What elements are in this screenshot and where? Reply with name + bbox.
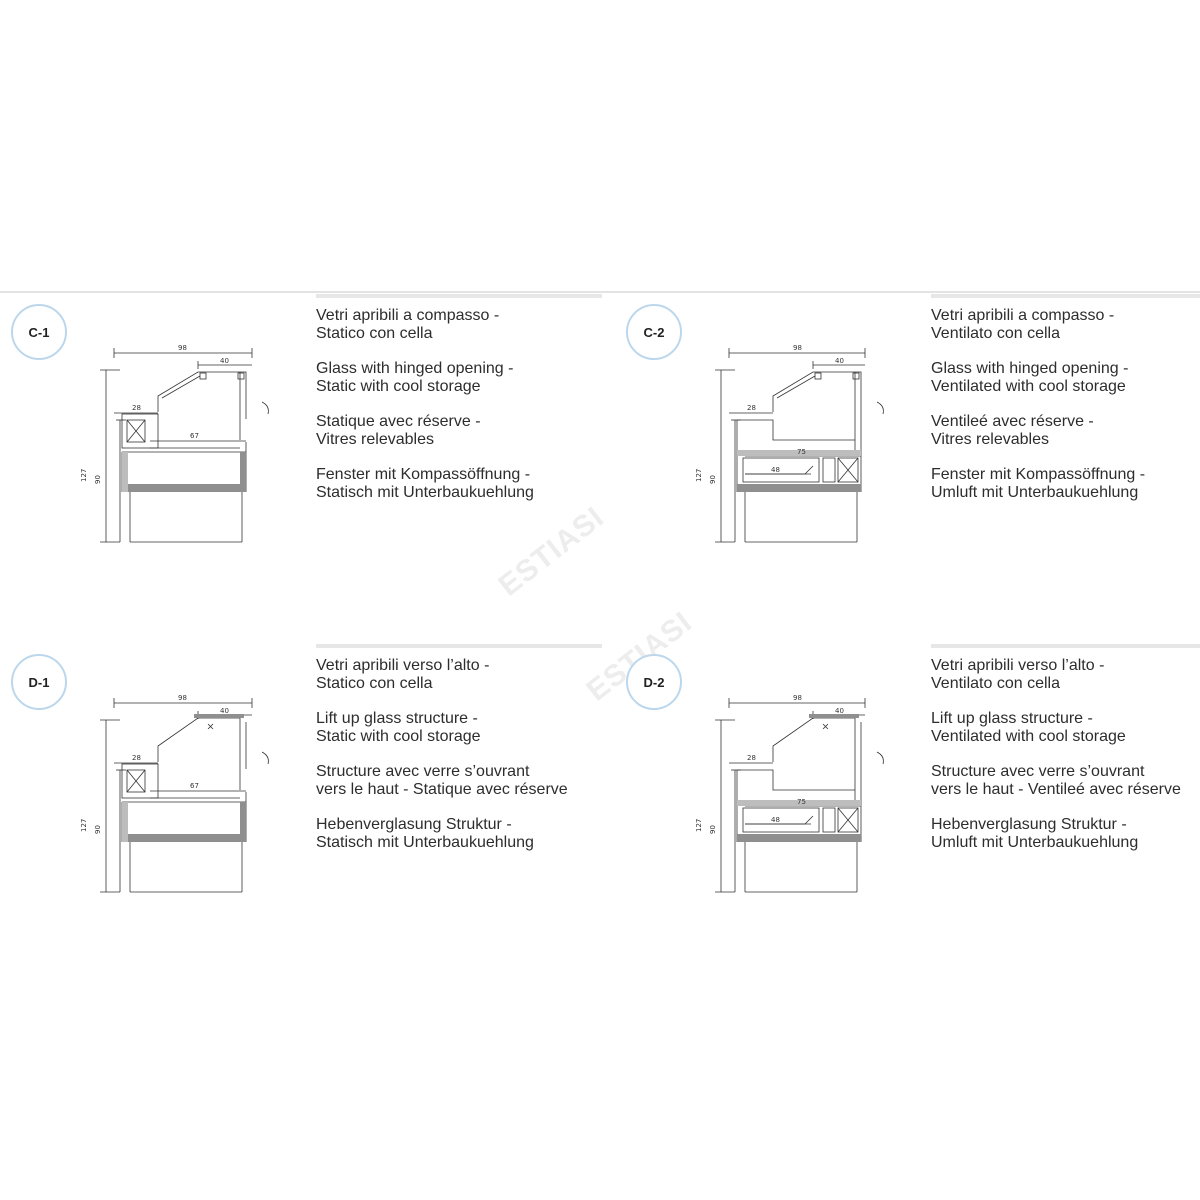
text-separator (316, 294, 602, 298)
english-text: Glass with hinged opening -Static with c… (316, 360, 514, 395)
dim-height: 127 (695, 819, 703, 832)
cross-section-diagram: 98 40 28 75 48 127 90 (695, 694, 884, 893)
dim-counter: 90 (709, 475, 717, 484)
dim-height: 127 (80, 819, 88, 832)
english-text: Lift up glass structure -Static with coo… (316, 710, 481, 745)
german-text: Fenster mit Kompassöffnung -Umluft mit U… (931, 466, 1146, 501)
panel-c1: C-1 Vetri apribili a compasso -Statico c… (0, 294, 602, 624)
german-text: Hebenverglasung Struktur -Statisch mit U… (316, 816, 534, 851)
description: Vetri apribili verso l’alto -Statico con… (316, 657, 606, 869)
dim-top: 28 (747, 404, 756, 412)
dim-depth: 67 (190, 432, 199, 440)
dim-counter: 90 (94, 475, 102, 484)
model-badge: D-2 (626, 654, 682, 710)
dim-glass: 40 (835, 707, 844, 715)
german-text: Fenster mit Kompassöffnung -Statisch mit… (316, 466, 534, 501)
description: Vetri apribili a compasso -Statico con c… (316, 307, 606, 519)
dim-top: 28 (747, 754, 756, 762)
text-separator (931, 294, 1200, 298)
cross-section-diagram: 98 40 28 67 127 90 (80, 344, 269, 543)
panel-c2: C-2 Vetri apribili a compasso -Ventilato… (615, 294, 1200, 624)
model-badge: C-2 (626, 304, 682, 360)
panel-d2: D-2 Vetri apribili verso l’alto -Ventila… (615, 644, 1200, 974)
english-text: Lift up glass structure -Ventilated with… (931, 710, 1126, 745)
cross-section-diagram: 98 40 28 67 127 90 (80, 694, 269, 893)
english-text: Glass with hinged opening -Ventilated wi… (931, 360, 1129, 395)
dim-depth: 67 (190, 782, 199, 790)
dim-glass: 40 (220, 357, 229, 365)
german-text: Hebenverglasung Struktur -Umluft mit Unt… (931, 816, 1139, 851)
description: Vetri apribili a compasso -Ventilato con… (931, 307, 1200, 519)
dim-depth: 75 (797, 798, 806, 806)
dim-depth: 75 (797, 448, 806, 456)
dim-width: 98 (793, 694, 802, 702)
dim-top: 28 (132, 754, 141, 762)
italian-text: Vetri apribili a compasso -Statico con c… (316, 307, 500, 342)
dim-storage: 48 (771, 466, 780, 474)
dim-counter: 90 (94, 825, 102, 834)
italian-text: Vetri apribili verso l’alto -Statico con… (316, 657, 490, 692)
dim-height: 127 (695, 469, 703, 482)
model-badge: D-1 (11, 654, 67, 710)
dim-storage: 48 (771, 816, 780, 824)
italian-text: Vetri apribili verso l’alto -Ventilato c… (931, 657, 1105, 692)
text-separator (316, 644, 602, 648)
top-divider (0, 291, 1200, 293)
dim-glass: 40 (835, 357, 844, 365)
dim-glass: 40 (220, 707, 229, 715)
dim-width: 98 (178, 344, 187, 352)
dim-counter: 90 (709, 825, 717, 834)
dim-width: 98 (178, 694, 187, 702)
panel-d1: D-1 Vetri apribili verso l’alto -Statico… (0, 644, 602, 974)
dim-width: 98 (793, 344, 802, 352)
french-text: Statique avec réserve -Vitres relevables (316, 413, 481, 448)
dim-top: 28 (132, 404, 141, 412)
italian-text: Vetri apribili a compasso -Ventilato con… (931, 307, 1115, 342)
text-separator (931, 644, 1200, 648)
dim-height: 127 (80, 469, 88, 482)
model-badge: C-1 (11, 304, 67, 360)
cross-section-diagram: 98 40 28 75 48 127 90 (695, 344, 884, 543)
french-text: Ventileé avec réserve -Vitres relevables (931, 413, 1094, 448)
description: Vetri apribili verso l’alto -Ventilato c… (931, 657, 1200, 869)
